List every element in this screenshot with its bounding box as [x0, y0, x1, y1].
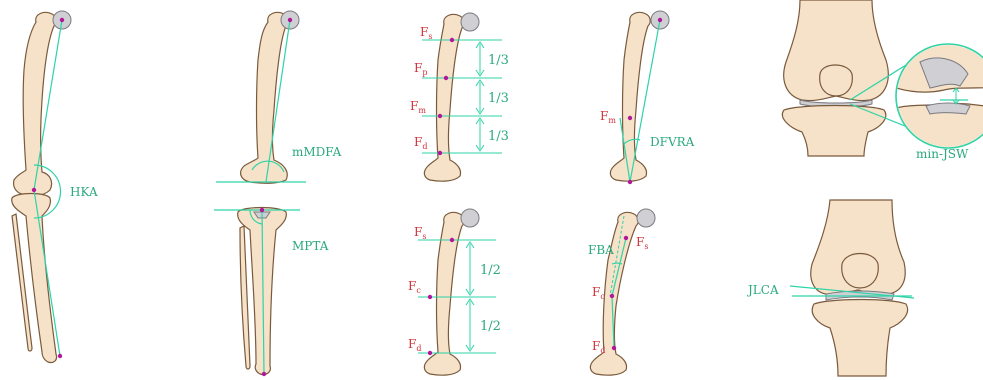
fraction-half: 1/2: [480, 319, 501, 334]
fraction-half: 1/2: [480, 263, 501, 278]
dfvra-label: DFVRA: [650, 135, 695, 149]
mmdfa-label: mMDFA: [292, 145, 342, 159]
fp-label: Fp: [414, 61, 427, 77]
tibia-bone: [12, 194, 57, 363]
hka-label: HKA: [70, 185, 98, 199]
fba-label: FBA: [588, 243, 614, 257]
panel-hka: HKA: [12, 11, 98, 363]
femoral-head: [637, 209, 655, 227]
jlca-label: JLCA: [746, 283, 779, 297]
panel-mmdfa-mpta: mMDFA MPTA: [214, 11, 342, 376]
fraction-third: 1/3: [488, 129, 509, 144]
femoral-head: [461, 209, 479, 227]
panel-jlca: JLCA: [746, 200, 914, 376]
patella: [842, 254, 879, 289]
femur-bone: [14, 12, 57, 195]
fs-label: Fs: [414, 225, 426, 241]
panel-dfvra: Fm DFVRA: [600, 11, 695, 184]
patella: [820, 65, 853, 96]
femur-bone: [241, 12, 289, 183]
femur-bone: [610, 12, 650, 181]
panel-fba: FBA Fs Fc Fd: [588, 209, 655, 375]
fraction-third: 1/3: [488, 53, 509, 68]
fraction-third: 1/3: [488, 91, 509, 106]
proximal-tibia: [812, 300, 907, 377]
fs-label: Fs: [636, 235, 648, 251]
min-jsw-label: min-JSW: [916, 147, 969, 161]
fd-label: Fd: [414, 135, 427, 151]
proximal-tibia: [782, 106, 885, 157]
femoral-head: [461, 13, 479, 31]
fc-label: Fc: [408, 279, 421, 295]
mpta-label: MPTA: [292, 239, 329, 253]
fd-label: Fd: [408, 337, 421, 353]
fm-label: Fm: [600, 109, 616, 125]
fibula-bone: [240, 226, 250, 369]
panel-femur-halves: Fs Fc Fd 1/2 1/2: [408, 209, 501, 375]
fs-label: Fs: [420, 25, 432, 41]
fm-label: Fm: [410, 99, 426, 115]
fc-label: Fc: [592, 285, 605, 301]
panel-min-jsw: min-JSW: [782, 0, 983, 161]
panel-femur-thirds: Fs Fp Fm Fd 1/3 1/3 1/3: [410, 13, 509, 181]
femur-bone: [424, 212, 464, 375]
